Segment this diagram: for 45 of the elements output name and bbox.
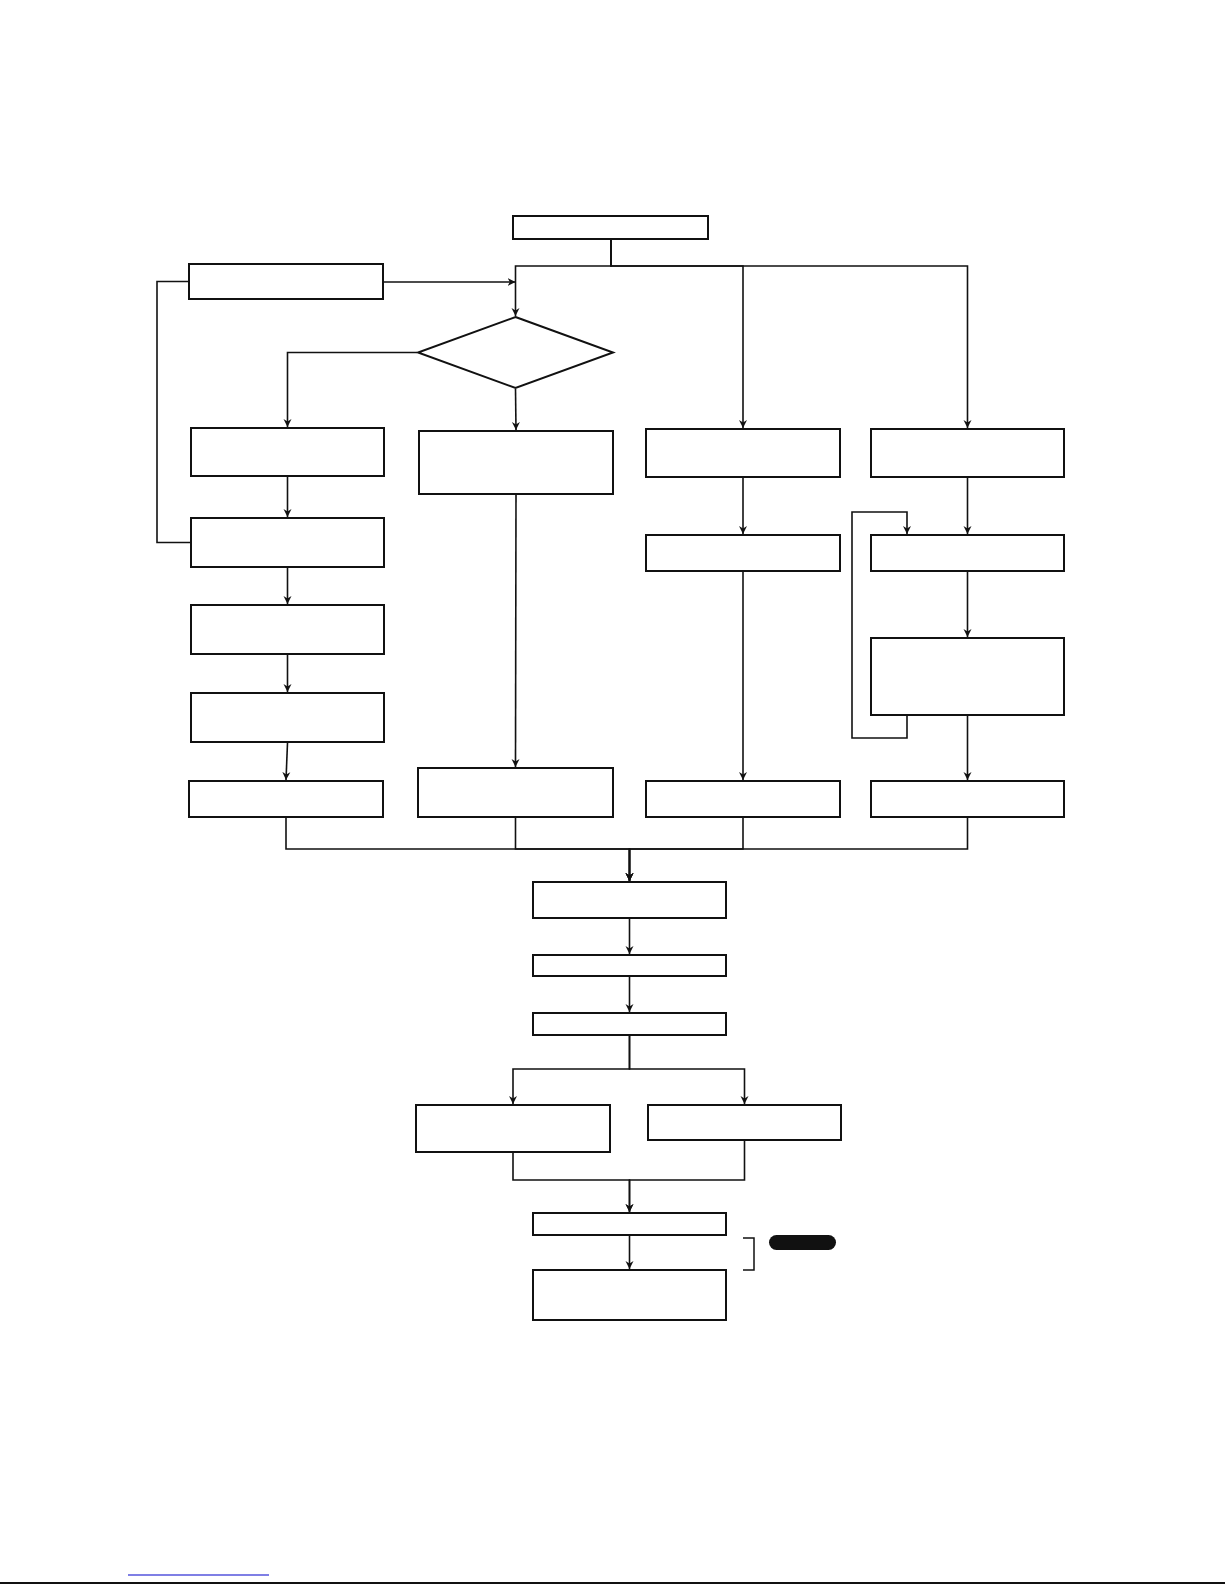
process-box <box>645 534 841 572</box>
process-box <box>190 427 385 477</box>
arrow <box>511 388 520 431</box>
arrow <box>963 571 972 638</box>
arrow <box>511 494 520 768</box>
process-box <box>418 430 614 495</box>
process-box <box>645 428 841 478</box>
process-box <box>415 1104 611 1153</box>
arrow <box>963 477 972 535</box>
process-box <box>188 780 384 818</box>
arrow <box>625 1235 634 1270</box>
process-box <box>190 692 385 743</box>
decision-diamond <box>417 316 614 389</box>
process-box <box>870 637 1065 716</box>
process-box <box>512 215 709 240</box>
arrow <box>282 742 291 781</box>
arrow <box>625 817 969 882</box>
process-box <box>532 1212 727 1236</box>
process-box <box>647 1104 842 1141</box>
arrow <box>383 278 517 286</box>
arrow <box>283 567 292 605</box>
arrow <box>625 976 634 1013</box>
process-box <box>870 534 1065 572</box>
process-box <box>870 780 1065 818</box>
process-box <box>190 517 385 568</box>
process-box <box>532 1269 727 1321</box>
process-box <box>188 263 384 300</box>
arrow <box>739 571 747 781</box>
process-box <box>532 954 727 977</box>
arrow <box>739 477 747 535</box>
process-box <box>190 604 385 655</box>
process-box <box>645 780 841 818</box>
arrow <box>963 715 972 781</box>
process-box <box>417 767 614 818</box>
process-box <box>532 1012 727 1036</box>
arrow <box>628 1035 749 1105</box>
arrow <box>283 351 418 428</box>
arrow <box>283 476 292 518</box>
process-box <box>532 881 727 919</box>
arrow <box>851 511 911 739</box>
process-box <box>870 428 1065 478</box>
arrow <box>625 1140 746 1213</box>
arrow <box>610 239 972 429</box>
arrow <box>283 654 292 693</box>
arrow <box>625 918 634 955</box>
